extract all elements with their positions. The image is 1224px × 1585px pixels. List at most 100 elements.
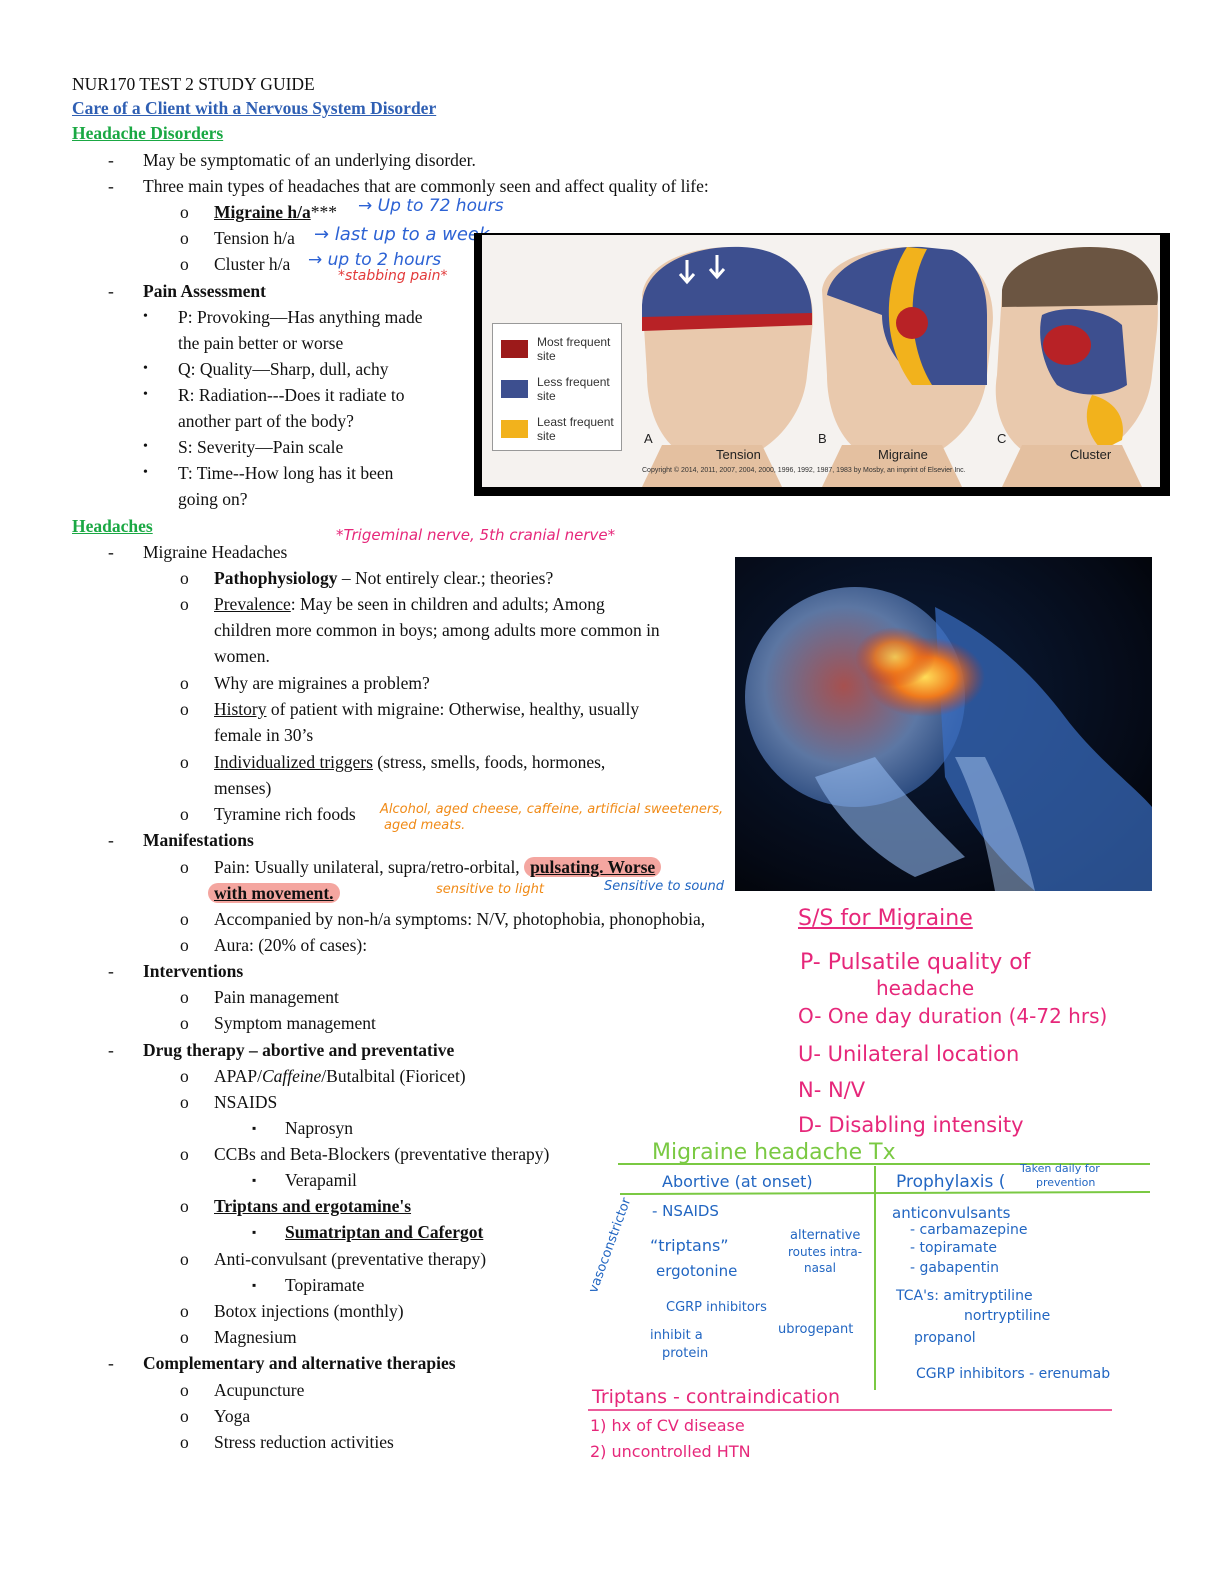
- circle-marker: o: [180, 699, 189, 719]
- bullet-marker: •: [143, 387, 148, 402]
- figure-label-c: C: [997, 431, 1007, 446]
- circle-marker: o: [180, 752, 189, 772]
- note-sensitive-light: sensitive to light: [436, 882, 544, 897]
- text-line: Symptom management: [214, 1013, 376, 1033]
- circle-marker: o: [180, 673, 189, 693]
- list-item-tension: Tension h/a: [214, 228, 295, 248]
- dash-marker: -: [108, 150, 114, 170]
- text-line: May be symptomatic of an underlying diso…: [143, 150, 476, 170]
- note-tyramine-foods-2: aged meats.: [384, 818, 466, 833]
- section-heading-headaches: Headaches: [72, 516, 153, 536]
- circle-marker: o: [180, 228, 189, 248]
- note-ss-u: U- Unilateral location: [798, 1042, 1020, 1066]
- circle-marker: o: [180, 1327, 189, 1347]
- circle-marker: o: [180, 254, 189, 274]
- legend-most: Most frequent site: [537, 335, 611, 363]
- bullet-marker: •: [143, 439, 148, 454]
- note-abortive: Abortive (at onset): [662, 1172, 813, 1191]
- note-p-cgrp: CGRP inhibitors - erenumab: [916, 1366, 1111, 1382]
- text-line: S: Severity—Pain scale: [178, 437, 344, 457]
- legend-least: Least frequent site: [537, 415, 614, 443]
- text-line: Stress reduction activities: [214, 1432, 394, 1452]
- text-line: Naprosyn: [285, 1118, 354, 1138]
- note-stabbing-pain: *stabbing pain*: [338, 268, 448, 284]
- circle-marker: o: [180, 1432, 189, 1452]
- figure-label-a: A: [644, 431, 653, 446]
- text-line: Migraine Headaches: [143, 542, 288, 562]
- text-line: Topiramate: [285, 1275, 365, 1295]
- note-p-topiramate: - topiramate: [910, 1240, 997, 1256]
- text-line: CCBs and Beta-Blockers (preventative the…: [214, 1144, 550, 1164]
- figure-legend: Most frequent site Less frequent site Le…: [492, 323, 622, 451]
- text-line: Q: Quality—Sharp, dull, achy: [178, 359, 389, 379]
- text-line: History of patient with migraine: Otherw…: [214, 699, 640, 719]
- head-migraine-illustration: [822, 246, 993, 487]
- square-marker: ▪: [252, 1121, 257, 1135]
- note-a-inhibit-2: protein: [662, 1346, 709, 1361]
- figure-caption-tension: Tension: [716, 447, 761, 462]
- note-ci-title: Triptans - contraindication: [592, 1386, 841, 1408]
- square-marker: ▪: [252, 1278, 257, 1292]
- dash-marker: -: [108, 542, 114, 562]
- note-a-ubrogepant: ubrogepant: [778, 1322, 854, 1337]
- text-line: R: Radiation---Does it radiate to: [178, 385, 405, 405]
- text-line: Three main types of headaches that are c…: [143, 176, 709, 196]
- text-line: P: Provoking—Has anything made: [178, 307, 423, 327]
- text-line: NSAIDS: [214, 1092, 278, 1112]
- headache-illustrations: [642, 246, 1158, 487]
- text-line: APAP/Caffeine/Butalbital (Fioricet): [214, 1066, 466, 1086]
- text-line: Tyramine rich foods: [214, 804, 356, 824]
- legend-swatch-most: [501, 340, 528, 358]
- circle-marker: o: [180, 1013, 189, 1033]
- text-line: with movement.: [208, 883, 340, 904]
- circle-marker: o: [180, 1066, 189, 1086]
- headache-types-figure: Most frequent site Less frequent site Le…: [474, 233, 1170, 496]
- migraine-photo: [735, 557, 1152, 891]
- head-cluster-illustration: [995, 246, 1158, 487]
- text-line: Why are migraines a problem?: [214, 673, 430, 693]
- note-ss-d: D- Disabling intensity: [798, 1113, 1024, 1137]
- circle-marker: o: [180, 1196, 189, 1216]
- circle-marker: o: [180, 987, 189, 1007]
- circle-marker: o: [180, 568, 189, 588]
- figure-caption-cluster: Cluster: [1070, 447, 1112, 462]
- text-line: Pathophysiology – Not entirely clear.; t…: [214, 568, 554, 588]
- text-line: Botox injections (monthly): [214, 1301, 404, 1321]
- note-ss-n: N- N/V: [798, 1078, 866, 1102]
- text-line: Yoga: [214, 1406, 251, 1426]
- heading-manifestations: Manifestations: [143, 830, 254, 850]
- circle-marker: o: [180, 804, 189, 824]
- note-p-carbamazepine: - carbamazepine: [910, 1222, 1028, 1238]
- dash-marker: -: [108, 1040, 114, 1060]
- heading-drug-therapy: Drug therapy – abortive and preventative: [143, 1040, 455, 1060]
- subtitle-heading: Care of a Client with a Nervous System D…: [72, 98, 437, 118]
- text-line: female in 30’s: [214, 725, 314, 745]
- square-marker: ▪: [252, 1173, 257, 1187]
- circle-marker: o: [180, 1380, 189, 1400]
- note-a-alt-1: alternative: [790, 1228, 861, 1243]
- list-item-cluster: Cluster h/a: [214, 254, 291, 274]
- note-a-triptans: “triptans”: [650, 1236, 729, 1255]
- dash-marker: -: [108, 1353, 114, 1373]
- bullet-marker: •: [143, 465, 148, 480]
- text-line: another part of the body?: [178, 411, 354, 431]
- circle-marker: o: [180, 909, 189, 929]
- circle-marker: o: [180, 1144, 189, 1164]
- note-tx-title: Migraine headache Tx: [652, 1140, 896, 1165]
- note-a-inhibit-1: inhibit a: [650, 1328, 703, 1343]
- note-cluster-duration: → up to 2 hours: [308, 250, 442, 270]
- circle-marker: o: [180, 594, 189, 614]
- text-line: the pain better or worse: [178, 333, 344, 353]
- note-prophylaxis-prevention: prevention: [1036, 1176, 1096, 1189]
- note-ss-p-2: headache: [876, 976, 975, 1000]
- note-ci-1: 1) hx of CV disease: [590, 1416, 745, 1435]
- square-marker: ▪: [252, 1225, 257, 1239]
- text-line: children more common in boys; among adul…: [214, 620, 660, 640]
- text-line: Acupuncture: [214, 1380, 305, 1400]
- note-a-alt-2: routes intra-: [788, 1245, 863, 1259]
- circle-marker: o: [180, 935, 189, 955]
- text-line: Individualized triggers (stress, smells,…: [214, 752, 606, 772]
- note-p-anticonvulsants: anticonvulsants: [892, 1204, 1011, 1222]
- heading-pain-assessment: Pain Assessment: [143, 281, 266, 301]
- section-heading-headache-disorders: Headache Disorders: [72, 123, 224, 143]
